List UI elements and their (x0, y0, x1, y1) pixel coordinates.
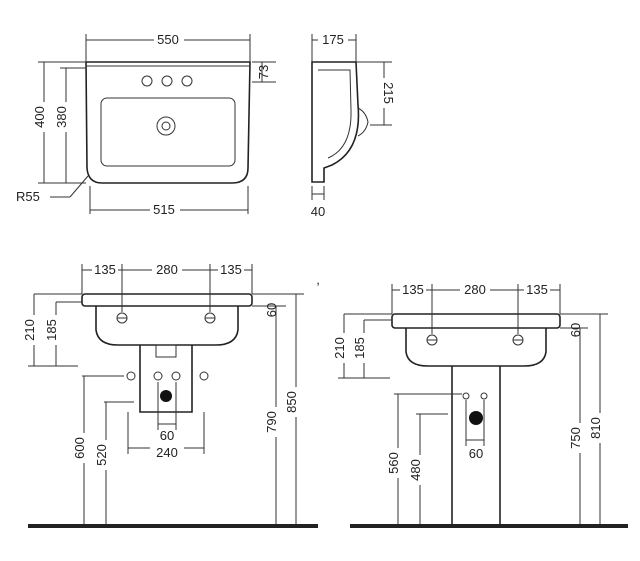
dim-750: 750 (568, 427, 583, 449)
tap-hole-icon (161, 75, 173, 87)
dim-185: 185 (352, 337, 367, 359)
basin-outline (85, 61, 251, 184)
bowl-outline (100, 97, 236, 167)
dim-560: 560 (386, 452, 401, 474)
dim-135-left: 135 (402, 282, 424, 297)
waste-outlet-icon (469, 411, 483, 425)
dim-175: 175 (322, 32, 344, 47)
supply-pipe-icon (199, 371, 209, 381)
basin-front-bowl (95, 306, 239, 346)
dim-135-right: 135 (220, 262, 242, 277)
dim-790: 790 (264, 411, 279, 433)
supply-pipe-icon (126, 371, 136, 381)
supply-pipe-icon (480, 392, 488, 400)
waste-outlet-icon (160, 390, 172, 402)
dim-185: 185 (44, 319, 59, 341)
dim-280: 280 (156, 262, 178, 277)
dim-600: 600 (72, 437, 87, 459)
half-pedestal (139, 345, 193, 413)
dim-215: 215 (381, 82, 396, 104)
basin-front-rim (81, 293, 253, 307)
dim-r55: R55 (16, 189, 40, 204)
dim-60-rim: 60 (264, 303, 279, 317)
basin-front-bowl (405, 328, 547, 367)
dim-135-right: 135 (526, 282, 548, 297)
dim-850: 850 (284, 391, 299, 413)
dim-210: 210 (332, 337, 347, 359)
svg-text:,: , (316, 272, 320, 287)
dim-520: 520 (94, 444, 109, 466)
supply-pipe-icon (171, 371, 181, 381)
dim-380: 380 (54, 106, 69, 128)
basin-side-profile (311, 61, 360, 183)
basin-front-rim (391, 313, 561, 329)
dim-280: 280 (464, 282, 486, 297)
dim-60-rim: 60 (568, 323, 583, 337)
dim-135-left: 135 (94, 262, 116, 277)
tap-hole-icon (181, 75, 193, 87)
dim-40: 40 (311, 204, 325, 219)
dim-73: 73 (256, 65, 271, 79)
top-view: 550 515 400 380 R55 73 (16, 31, 276, 217)
side-view: 175 215 40 (311, 31, 396, 219)
dim-210: 210 (22, 319, 37, 341)
front-view-right: 135 280 135 210 185 560 480 60 60 (332, 281, 628, 528)
supply-pipe-icon (462, 392, 470, 400)
drain-icon (156, 116, 176, 136)
dim-810: 810 (588, 417, 603, 439)
dim-240: 240 (156, 445, 178, 460)
supply-pipe-icon (153, 371, 163, 381)
front-view-left: 135 280 135 210 185 600 520 60 240 (22, 261, 318, 528)
dim-400: 400 (32, 106, 47, 128)
dim-515: 515 (153, 202, 175, 217)
dim-550: 550 (157, 32, 179, 47)
dim-60-pipes: 60 (160, 428, 174, 443)
tap-hole-icon (141, 75, 153, 87)
dim-60-pipes: 60 (469, 446, 483, 461)
dim-480: 480 (408, 459, 423, 481)
